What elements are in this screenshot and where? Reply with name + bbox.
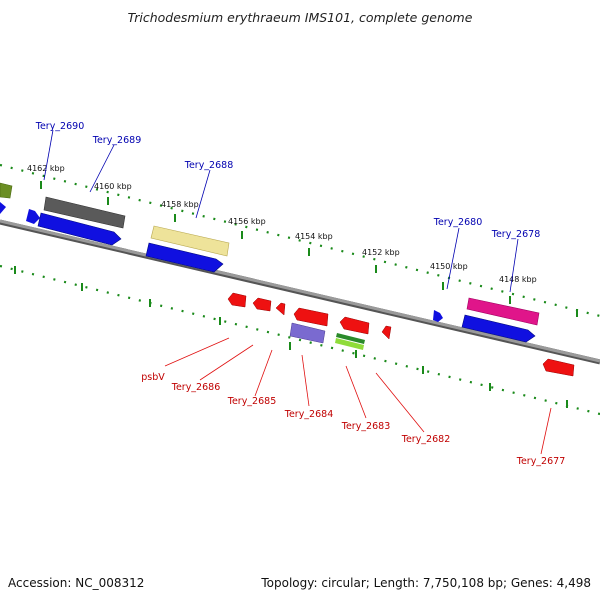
- reverse-track-major-ticks: [14, 266, 568, 408]
- forward-leader-lines: [43, 129, 519, 293]
- gene-tery-2684[interactable]: [289, 322, 326, 344]
- gene-blue-small[interactable]: [26, 209, 40, 224]
- label-tery-2682[interactable]: Tery_2682: [401, 434, 451, 445]
- gene-tery-2689[interactable]: [43, 196, 126, 229]
- gene-red-b[interactable]: [339, 316, 370, 335]
- gene-tery-2683[interactable]: [335, 338, 364, 350]
- tick-label-4156: 4156 kbp: [228, 217, 266, 226]
- gene-red-a[interactable]: [293, 307, 329, 327]
- map-title: Trichodesmium erythraeum IMS101, complet…: [128, 10, 473, 25]
- label-tery-2690[interactable]: Tery_2690: [35, 121, 85, 132]
- label-tery-2677[interactable]: Tery_2677: [516, 456, 566, 467]
- forward-genes: [0, 182, 540, 343]
- accession-text: Accession: NC_008312: [8, 576, 144, 590]
- gene-blue-2[interactable]: [145, 242, 224, 273]
- label-tery-2689[interactable]: Tery_2689: [92, 135, 142, 146]
- label-psbv[interactable]: psbV: [141, 372, 165, 383]
- reverse-leader-lines: [164, 337, 552, 455]
- label-tery-2685[interactable]: Tery_2685: [227, 396, 277, 407]
- genome-summary-text: Topology: circular; Length: 7,750,108 bp…: [260, 576, 591, 590]
- label-tery-2688[interactable]: Tery_2688: [184, 160, 234, 171]
- label-tery-2683[interactable]: Tery_2683: [341, 421, 391, 432]
- label-tery-2686[interactable]: Tery_2686: [171, 382, 221, 393]
- tick-label-4150: 4150 kbp: [430, 262, 468, 271]
- tick-label-4148: 4148 kbp: [499, 275, 537, 284]
- label-tery-2684[interactable]: Tery_2684: [284, 409, 334, 420]
- gene-olive-partial[interactable]: [0, 182, 13, 199]
- tick-label-4158: 4158 kbp: [161, 200, 199, 209]
- gene-blue-partial[interactable]: [0, 202, 6, 214]
- tick-label-4152: 4152 kbp: [362, 248, 400, 257]
- reverse-track-dots: [0, 264, 600, 416]
- gene-tery-2688[interactable]: [150, 225, 230, 257]
- gene-tery-2678[interactable]: [466, 297, 540, 326]
- tick-label-4160: 4160 kbp: [94, 182, 132, 191]
- gene-blue-3[interactable]: [461, 314, 536, 343]
- forward-track-dots: [0, 163, 600, 318]
- gene-tery-2682[interactable]: [381, 325, 392, 340]
- gene-tery-2677[interactable]: [542, 358, 575, 377]
- gene-psbv[interactable]: [227, 292, 247, 308]
- label-tery-2680[interactable]: Tery_2680: [433, 217, 483, 228]
- genome-backbone: [0, 219, 600, 363]
- gene-tery-2683-a[interactable]: [336, 333, 365, 344]
- gene-tery-2685[interactable]: [275, 302, 286, 316]
- label-tery-2678[interactable]: Tery_2678: [491, 229, 541, 240]
- gene-tery-2680[interactable]: [433, 310, 443, 322]
- forward-track-major-ticks: [40, 181, 578, 317]
- tick-label-4154: 4154 kbp: [295, 232, 333, 241]
- reverse-genes: [227, 292, 575, 377]
- gene-tery-2690[interactable]: [37, 212, 122, 246]
- gene-tery-2686[interactable]: [252, 297, 272, 312]
